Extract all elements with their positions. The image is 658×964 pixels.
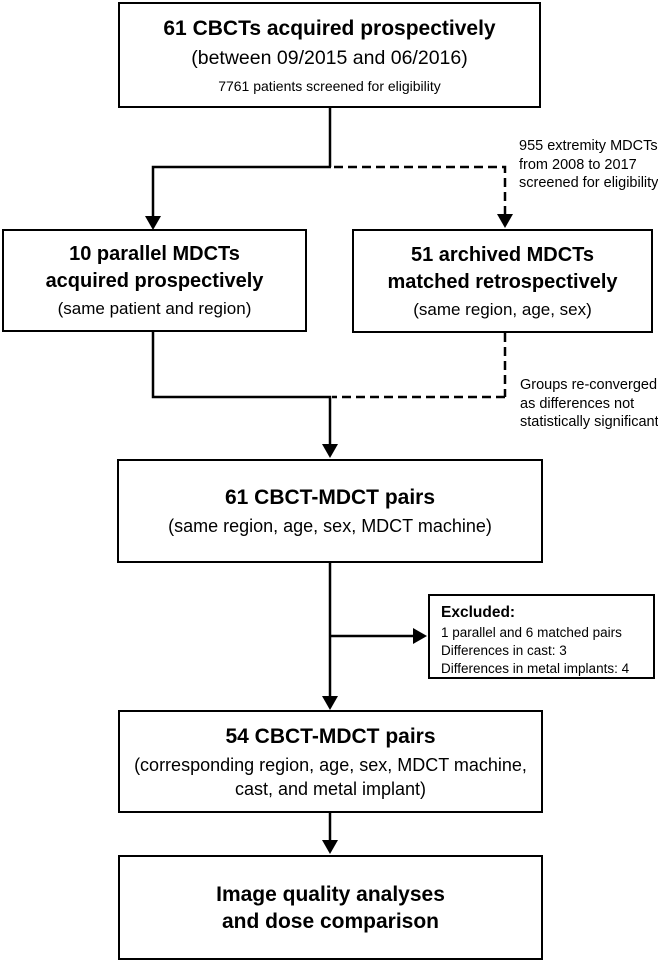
box-title-line: matched retrospectively (387, 270, 618, 293)
line-split-right-dashed (334, 165, 507, 215)
box-cbcts-acquired: 61 CBCTs acquired prospectively (between… (118, 2, 541, 108)
line-merge-right-dashed (332, 333, 507, 399)
note-line: screened for eligibility (519, 175, 658, 191)
note-line: from 2008 to 2017 (519, 156, 637, 173)
box-title-line: acquired prospectively (45, 270, 264, 292)
excluded-item: Differences in metal implants: 4 (441, 661, 630, 676)
excluded-item: 1 parallel and 6 matched pairs (441, 625, 622, 640)
box-61-pairs: 61 CBCT-MDCT pairs (same region, age, se… (117, 459, 543, 563)
box-subtitle: (same region, age, sex) (413, 299, 592, 319)
box-title: 54 CBCT-MDCT pairs (225, 724, 436, 748)
box-title-line: and dose comparison (221, 909, 440, 933)
box-title-line: 10 parallel MDCTs (69, 243, 240, 265)
arrowhead-to-pairs54-icon (322, 696, 338, 710)
box-note: 7761 patients screened for eligibility (218, 78, 441, 94)
excluded-heading: Excluded: (441, 604, 516, 621)
box-subtitle: (same region, age, sex, MDCT machine) (168, 516, 492, 536)
note-mdcts-screened: 955 extremity MDCTs from 2008 to 2017 sc… (519, 137, 658, 193)
box-subtitle-line: (corresponding region, age, sex, MDCT ma… (134, 754, 527, 775)
note-line: Groups re-converged, (520, 377, 658, 393)
note-line: statistically significant (520, 414, 658, 430)
line-merge-left (151, 332, 332, 446)
note-line: 955 extremity MDCTs (519, 138, 658, 154)
box-excluded: Excluded: 1 parallel and 6 matched pairs… (428, 594, 655, 679)
box-analysis: Image quality analyses and dose comparis… (118, 855, 543, 960)
note-line: as differences not (520, 395, 635, 412)
arrowhead-to-pairs61-icon (322, 444, 338, 458)
line-split-left (151, 165, 331, 217)
box-title: 61 CBCT-MDCT pairs (224, 486, 436, 509)
box-title: 61 CBCTs acquired prospectively (163, 17, 496, 40)
box-54-pairs: 54 CBCT-MDCT pairs (corresponding region… (118, 710, 543, 813)
arrowhead-to-parallel-icon (145, 216, 161, 230)
note-groups-reconverged: Groups re-converged, as differences not … (520, 376, 658, 432)
excluded-item: Differences in cast: 3 (441, 643, 567, 658)
arrowhead-to-analysis-icon (322, 840, 338, 854)
box-subtitle-line: cast, and metal implant) (234, 778, 427, 799)
box-title-line: 51 archived MDCTs (410, 243, 595, 266)
arrowhead-to-archived-icon (497, 214, 513, 228)
box-title-line: Image quality analyses (216, 882, 445, 906)
box-subtitle: (between 09/2015 and 06/2016) (191, 47, 468, 69)
arrowhead-to-excluded-icon (413, 628, 427, 644)
box-archived-mdcts: 51 archived MDCTs matched retrospectivel… (352, 229, 653, 333)
box-parallel-mdcts: 10 parallel MDCTs acquired prospectively… (2, 229, 307, 332)
box-subtitle: (same patient and region) (57, 299, 252, 318)
